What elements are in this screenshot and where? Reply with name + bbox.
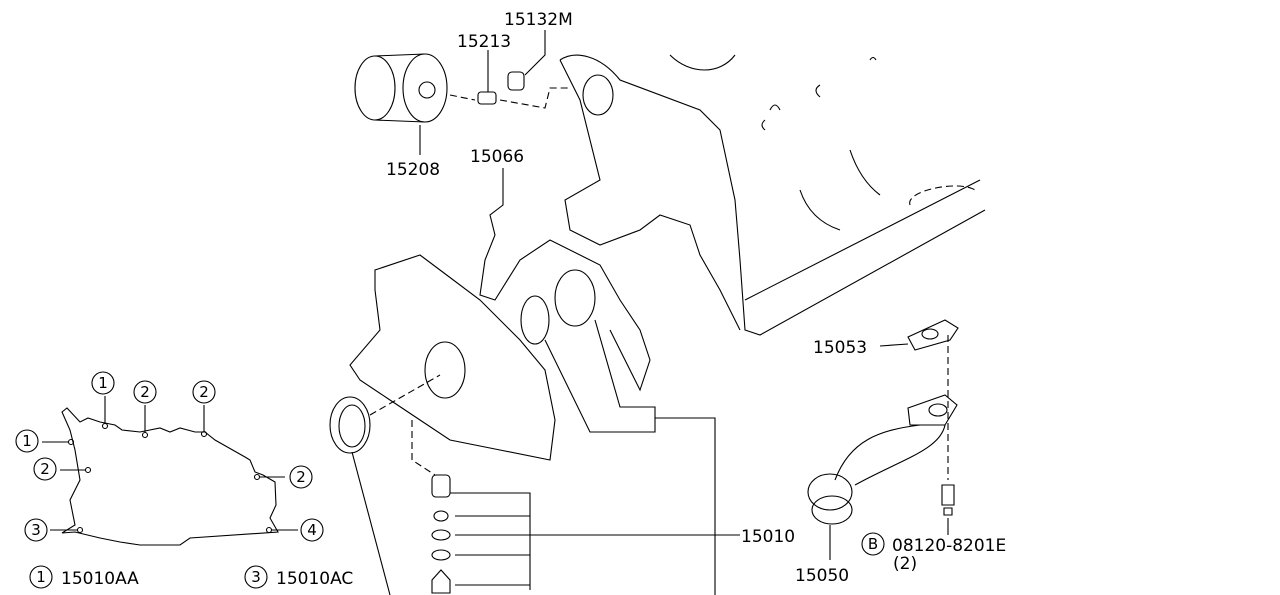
part-label-08120-8201E[interactable]: 08120-8201E xyxy=(892,536,1006,556)
callout-2: 2 xyxy=(133,380,157,404)
legend-item-1: 1 15010AA xyxy=(29,565,139,589)
callout-number: 2 xyxy=(140,383,150,401)
engine-block-drawing xyxy=(559,54,986,336)
callout-number: 2 xyxy=(199,383,209,401)
callout-2: 2 xyxy=(192,380,216,404)
legend-marker: 1 xyxy=(36,568,46,586)
gasket-detail-drawing xyxy=(42,396,298,546)
bolt-quantity: (2) xyxy=(893,554,917,574)
callout-number: 1 xyxy=(98,374,108,392)
callout-4: 4 xyxy=(300,518,324,542)
callout-3: 3 xyxy=(24,518,48,542)
callout-number: 4 xyxy=(307,521,317,539)
callout-number: 1 xyxy=(22,432,32,450)
part-label-15053[interactable]: 15053 xyxy=(813,338,867,358)
callout-2: 2 xyxy=(33,457,57,481)
callout-number: 2 xyxy=(296,468,306,486)
legend-part-number[interactable]: 15010AC xyxy=(276,569,353,589)
callout-2: 2 xyxy=(289,465,313,489)
front-cover-drawing xyxy=(329,195,740,595)
part-label-15010[interactable]: 15010 xyxy=(741,527,795,547)
legend-part-number[interactable]: 15010AA xyxy=(61,569,139,589)
part-label-15132M[interactable]: 15132M xyxy=(504,10,573,30)
part-label-15213[interactable]: 15213 xyxy=(457,32,511,52)
legend-marker: 3 xyxy=(251,568,261,586)
part-label-15066[interactable]: 15066 xyxy=(470,147,524,167)
legend-item-3: 3 15010AC xyxy=(244,565,353,589)
bolt-label[interactable]: B 08120-8201E (2) xyxy=(861,532,1006,574)
part-label-15208[interactable]: 15208 xyxy=(386,160,440,180)
callout-number: 2 xyxy=(40,460,50,478)
part-label-15050[interactable]: 15050 xyxy=(795,566,849,586)
callout-number: 3 xyxy=(31,521,41,539)
bolt-symbol: B xyxy=(868,535,878,553)
oil-filter-drawing xyxy=(354,30,570,155)
oil-strainer-drawing xyxy=(807,319,959,560)
callout-1: 1 xyxy=(91,371,115,395)
callout-1: 1 xyxy=(15,429,39,453)
